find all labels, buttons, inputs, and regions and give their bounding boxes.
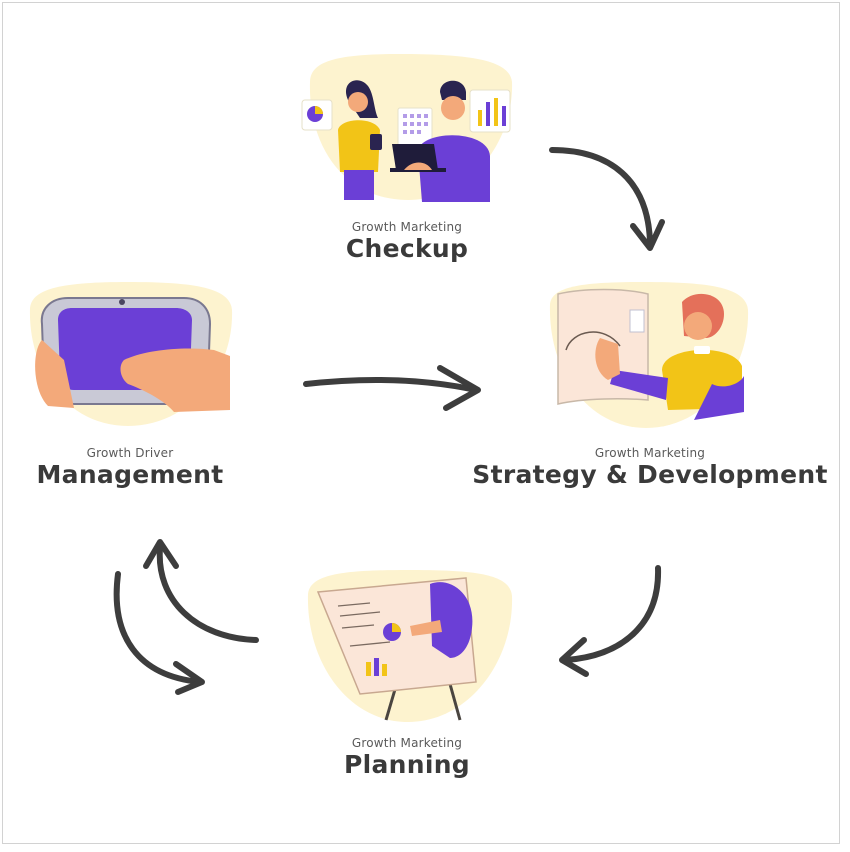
arrow-checkup-to-strategy <box>549 147 653 245</box>
checkup-caption: Growth Marketing Checkup <box>307 220 507 264</box>
management-caption: Growth Driver Management <box>20 446 240 490</box>
arrow-strategy-to-planning <box>563 565 662 663</box>
checkup-title: Checkup <box>345 234 469 263</box>
planning-subtitle: Growth Marketing <box>351 736 463 750</box>
strategy-development-caption: Growth Marketing Strategy & Development <box>470 446 830 490</box>
management-subtitle: Growth Driver <box>86 446 174 460</box>
diagram-frame <box>2 2 840 844</box>
strategy-development-subtitle: Growth Marketing <box>594 446 706 460</box>
arrow-management-to-planning-head <box>173 661 205 695</box>
management-illustration <box>24 280 236 428</box>
checkup-subtitle: Growth Marketing <box>351 220 463 234</box>
arrow-management-to-strategy-head <box>437 365 481 411</box>
arrow-planning-to-management-head <box>143 539 179 569</box>
arrow-management-to-planning <box>113 571 203 685</box>
planning-caption: Growth Marketing Planning <box>307 736 507 780</box>
arrow-planning-to-management <box>156 545 259 643</box>
arrow-management-to-strategy <box>303 377 479 393</box>
arrow-strategy-to-planning-head <box>559 637 589 677</box>
management-title: Management <box>36 460 224 489</box>
planning-title: Planning <box>343 750 471 779</box>
strategy-development-title: Strategy & Development <box>472 460 828 489</box>
strategy-development-illustration <box>544 280 754 430</box>
planning-illustration <box>300 566 516 724</box>
checkup-illustration <box>300 52 515 202</box>
arrow-checkup-to-strategy-head <box>630 219 665 251</box>
